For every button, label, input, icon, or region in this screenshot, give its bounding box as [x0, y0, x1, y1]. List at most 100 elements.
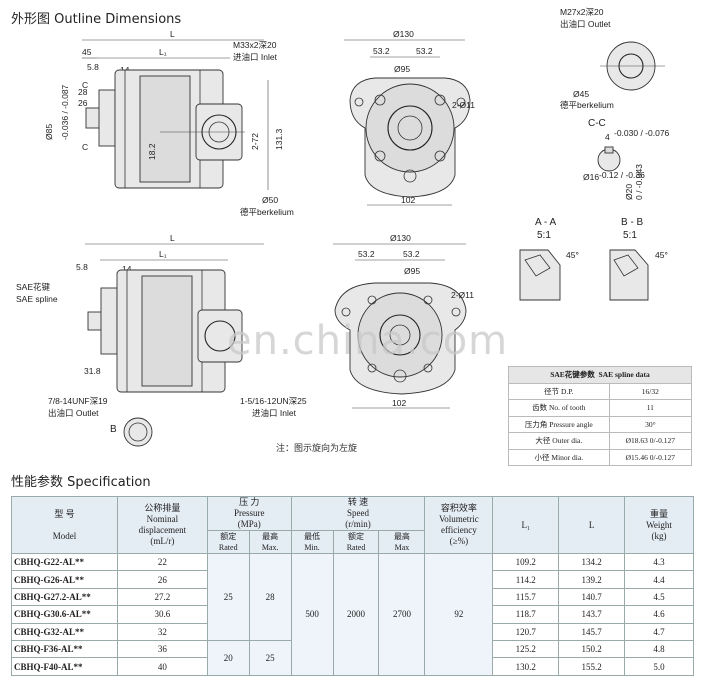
spline-row: 大径 Outer dia.Ø18.63 0/-0.127: [508, 432, 693, 450]
front-view-bottom: Ø130 53.2 53.2 Ø95 2-Ø11 102: [333, 233, 474, 409]
dim-28: 28: [78, 87, 88, 97]
speed-min: 500: [290, 553, 334, 676]
col-L1: L₁: [492, 496, 560, 554]
pressure-max-g: 28: [248, 553, 292, 641]
dim-4-tol: -0.030 / -0.076: [614, 128, 670, 138]
dim-102-top: 102: [401, 195, 415, 205]
dim-5-8: 5.8: [87, 62, 99, 72]
inlet-thread-un: 1-5/16-12UN深25: [240, 396, 307, 406]
outlet-label-top: 出油口 Outlet: [560, 19, 611, 29]
dim-131-3: 131.3: [274, 128, 284, 150]
front-view-top: Ø130 53.2 53.2 Ø95 2-Ø11 102: [344, 29, 475, 206]
outlet-thread-unf: 7/8-14UNF深19: [48, 396, 108, 406]
dim-45: 45: [82, 47, 92, 57]
detail-B-mark: B: [110, 424, 117, 435]
spline-row: 小径 Minor dia.Ø15.46 0/-0.127: [508, 448, 693, 466]
section-bb-scale: 5:1: [623, 230, 637, 241]
outlet-thread-m27: M27x2深20: [560, 7, 604, 17]
side-view-top: L L₁ 45 5.8 14 28 26 C C Ø85 -0.036 / -0…: [44, 29, 294, 217]
dim-2-d11-bottom: 2-Ø11: [451, 290, 474, 300]
berkelium-label-1: 德平berkelium: [240, 207, 294, 217]
dim-53-2-a: 53.2: [373, 46, 390, 56]
dim-d95-bottom: Ø95: [404, 266, 420, 276]
dim-d95-top: Ø95: [394, 64, 410, 74]
outline-drawings: L L₁ 45 5.8 14 28 26 C C Ø85 -0.036 / -0…: [16, 7, 670, 447]
dim-4: 4: [605, 132, 610, 142]
col-L: L: [558, 496, 626, 554]
dim-d20: Ø20: [624, 184, 634, 200]
side-view-bottom: L L₁ 5.8 14 SAE花键 SAE spline 31.8 7/8-14…: [16, 233, 307, 447]
pressure-rated-g: 25: [206, 553, 250, 641]
inlet-label-bottom: 进油口 Inlet: [252, 408, 297, 418]
dim-31-8: 31.8: [84, 366, 101, 376]
specification-title: 性能参数 Specification: [11, 475, 151, 490]
section-bb-title: B - B: [621, 217, 644, 228]
dim-18-2: 18.2: [147, 143, 157, 160]
outlet-label-bottom: 出油口 Outlet: [48, 408, 99, 418]
section-C-mark-top: C: [82, 80, 88, 90]
dim-26: 26: [78, 98, 88, 108]
dim-d85: Ø85: [44, 124, 54, 140]
angle-45-aa: 45°: [566, 250, 579, 260]
dim-53-2-b: 53.2: [416, 46, 433, 56]
spline-header: SAE花键参数 SAE spline data: [508, 366, 692, 384]
dim-L1-top: L₁: [159, 47, 167, 57]
table-row: CBHQ-G22-AL** 22 25 28 500 2000 2700 92 …: [11, 552, 694, 676]
dim-L-top: L: [170, 29, 175, 39]
rotation-note: 注：图示旋向为左旋: [276, 444, 358, 454]
dim-L-bottom: L: [170, 233, 175, 243]
section-aa-scale: 5:1: [537, 230, 551, 241]
dim-d16-tol: -0.12 / -0.36: [599, 170, 645, 180]
section-C-mark-bottom: C: [82, 142, 88, 152]
inlet-thread-m33: M33x2深20: [233, 40, 277, 50]
inlet-label-top: 进油口 Inlet: [233, 52, 278, 62]
dim-d20-tol: 0 / -0.043: [634, 164, 644, 200]
outlet-detail: M27x2深20 出油口 Outlet Ø45 德平berkelium C-C …: [560, 7, 670, 200]
speed-max: 2700: [378, 553, 426, 676]
dim-d85-tol: -0.036 / -0.087: [60, 84, 70, 140]
pressure-max-f: 25: [248, 639, 292, 676]
section-aa-title: A - A: [535, 217, 556, 228]
dim-2-d11-top: 2-Ø11: [452, 100, 475, 110]
dim-d130-top: Ø130: [393, 29, 414, 39]
dim-d130-bottom: Ø130: [390, 233, 411, 243]
spline-row: 径节 D.P.16/32: [508, 382, 693, 400]
section-cc-title: C-C: [588, 118, 606, 129]
sae-spline-en: SAE spline: [16, 294, 58, 304]
sae-spline-cn: SAE花键: [16, 282, 51, 292]
spline-data-table: SAE花键参数 SAE spline data 径节 D.P.16/32 齿数 …: [508, 366, 693, 466]
dim-d16: Ø16: [583, 172, 599, 182]
dim-14-b: 14: [122, 264, 132, 274]
angle-45-bb: 45°: [655, 250, 668, 260]
dim-5-8-b: 5.8: [76, 262, 88, 272]
dim-102-bottom: 102: [392, 398, 406, 408]
pressure-rated-f: 20: [206, 639, 250, 676]
speed-rated: 2000: [332, 553, 380, 676]
dim-53-2-c: 53.2: [358, 249, 375, 259]
volumetric-efficiency: 92: [424, 553, 494, 676]
watermark: en.china.com: [227, 318, 509, 364]
berkelium-label-2: 德平berkelium: [560, 100, 614, 110]
dim-d45-outlet: Ø45: [573, 89, 589, 99]
dim-d50: Ø50: [262, 195, 278, 205]
